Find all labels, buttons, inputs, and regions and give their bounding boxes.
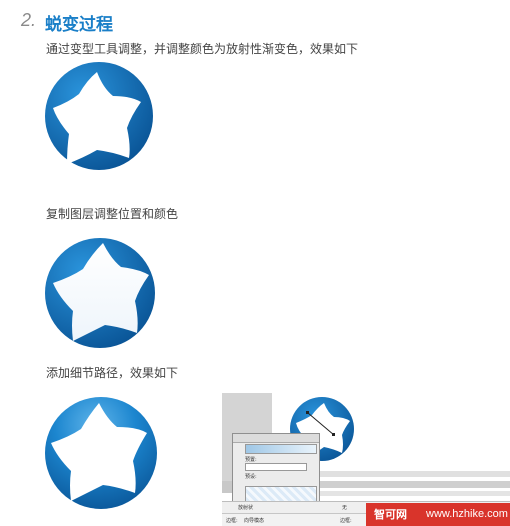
edge-mode-dropdown[interactable]: 向导模态 (244, 518, 265, 524)
watermark-site-url: www.hzhike.com (426, 508, 508, 520)
step-title: 蜕变过程 (45, 15, 113, 35)
preset-field[interactable] (245, 463, 307, 471)
star-circle-illustration-2 (45, 238, 155, 348)
dialog-label-preset: 预置: (245, 457, 257, 463)
watermark-site-name: 智可网 (374, 508, 407, 521)
step2-description: 复制图层调整位置和颜色 (46, 207, 179, 221)
star-shape (53, 243, 149, 341)
gradient-preview[interactable] (245, 444, 317, 454)
site-watermark: 智可网 www.hzhike.com (366, 503, 510, 526)
step-number: 2. (21, 10, 37, 30)
ruler-strip (272, 471, 510, 477)
path-handle (307, 412, 335, 436)
gradient-swatch[interactable] (245, 486, 317, 502)
star-shape (51, 403, 147, 501)
star-circle-illustration-3 (45, 397, 157, 509)
step3-description: 添加细节路径，效果如下 (46, 366, 179, 380)
status-label-1: 边框: (226, 518, 238, 524)
fill-type-dropdown[interactable]: 放射状 (238, 505, 254, 511)
gradient-dialog[interactable]: 预置: 预设: (232, 433, 320, 505)
star-shape (53, 72, 141, 164)
ruler-strip (272, 481, 510, 488)
ruler-strip (272, 491, 510, 496)
stroke-none-dropdown[interactable]: 无 (342, 505, 348, 511)
step1-description: 通过变型工具调整，并调整颜色为放射性渐变色，效果如下 (46, 42, 359, 56)
dialog-label-preset2: 预设: (245, 474, 257, 480)
status-label-2: 边框: (340, 518, 352, 524)
dialog-titlebar[interactable] (233, 434, 319, 443)
star-circle-illustration-1 (45, 62, 153, 170)
